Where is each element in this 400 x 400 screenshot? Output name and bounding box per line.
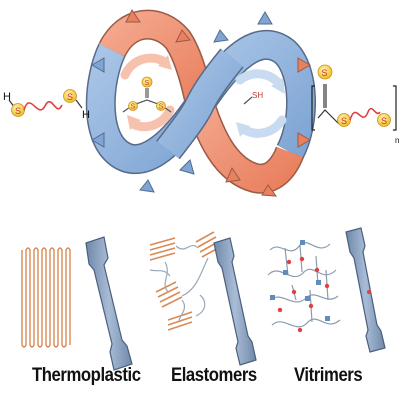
polymer-sulfur-mid: S [341, 116, 347, 126]
polymer-subscript-n: n [395, 136, 399, 145]
outer-arrows [91, 9, 311, 197]
trithiocarbonate-cta: S S S [122, 76, 172, 113]
label-thermoplastic: Thermoplastic [32, 365, 141, 386]
thermoplastic-fibers [21, 247, 71, 348]
label-elastomers: Elastomers [171, 365, 257, 386]
polymer-repeat-unit: S S S n [311, 64, 399, 145]
vitrimer-network [267, 240, 341, 333]
dithiol-h-right: H [82, 109, 90, 121]
label-vitrimers: Vitrimers [294, 365, 363, 386]
recycle-arrows-right [235, 69, 287, 138]
dithiol-sulfur-left: S [15, 106, 21, 116]
elastomer-network [149, 231, 221, 331]
dithiol-molecule: H S S H [3, 89, 90, 121]
recycle-arrows-left [120, 53, 175, 132]
polymer-sulfur-end: S [381, 116, 387, 126]
cta-sulfur-top: S [145, 80, 150, 87]
dithiol-sulfur-right: S [67, 92, 73, 102]
tensile-specimen-elastomer [213, 237, 257, 366]
dithiol-h-left: H [3, 91, 11, 103]
cta-sulfur-right: S [159, 104, 164, 111]
thiol-reagent: SH [243, 91, 263, 105]
tensile-specimen-thermoplastic [85, 236, 133, 371]
thiol-group: SH [252, 91, 263, 100]
infinity-loop [85, 9, 317, 197]
polymer-sulfur-top: S [322, 68, 328, 78]
tensile-specimen-vitrimer [345, 227, 386, 353]
cta-sulfur-left: S [131, 104, 136, 111]
